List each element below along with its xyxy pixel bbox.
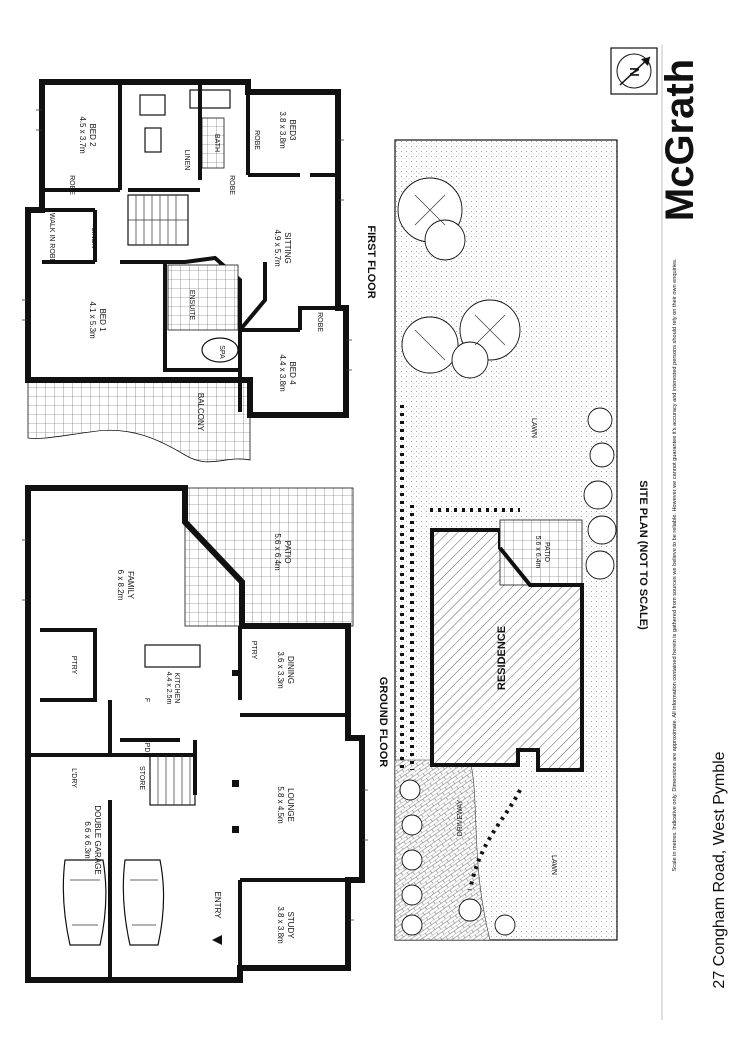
entry-arrow-icon: [212, 935, 222, 945]
store-label: STORE: [138, 766, 145, 790]
lawn-bottom-label: LAWN: [550, 855, 557, 875]
dining-size: 3.6 x 3.3m: [276, 651, 285, 689]
walk-in-robe-label: WALK IN ROBE: [48, 213, 55, 264]
disclaimer-text: Scale in metres. Indicative only. Dimens…: [672, 258, 678, 871]
f-label: F: [143, 698, 150, 702]
ground-floor-outer-wall: [25, 485, 365, 983]
car-icon: [62, 859, 107, 946]
tree-icon: [397, 177, 617, 936]
ensuite-floor: [167, 264, 239, 331]
ground-floor-stairs: [149, 754, 196, 806]
ground-floor-title: GROUND FLOOR: [377, 677, 389, 767]
bath-tub: [189, 89, 231, 109]
car-icon: [122, 859, 165, 946]
north-arrow-icon: [641, 57, 650, 66]
kitchen-island: [144, 644, 201, 668]
patio-size: 5.6 x 6.4m: [273, 533, 282, 571]
property-address: 27 Congham Road, West Pymble: [711, 751, 728, 988]
first-floor-title: FIRST FLOOR: [365, 225, 377, 298]
cpd-label: CPD: [143, 738, 150, 753]
dining-label: DINING: [286, 656, 295, 684]
spa-label: SPA: [218, 345, 225, 359]
bed3-size: 3.8 x 3.8m: [278, 111, 287, 149]
study-label: STUDY: [286, 911, 295, 939]
first-floor-outer-wall: [25, 79, 349, 418]
lounge-size: 5.8 x 4.5m: [276, 786, 285, 824]
family-label: FAMILY: [126, 571, 135, 600]
ldry-label: L'DRY: [70, 768, 77, 788]
ensuite-label: ENSUITE: [188, 290, 195, 321]
shower: [201, 117, 225, 169]
compass-label: N: [627, 67, 642, 76]
bed1-label: BED 1: [98, 308, 107, 332]
brand-logo: McGrath: [658, 59, 702, 221]
sitting-size: 4.9 x 5.7m: [273, 229, 282, 267]
bed2-size: 4.5 x 3.7m: [78, 116, 87, 154]
robe4-label: ROBE: [316, 312, 323, 332]
bed2-label: BED 2: [88, 123, 97, 147]
balcony-label: BALCONY: [196, 393, 205, 432]
bed4-label: BED 4: [288, 361, 297, 385]
robe2-label: ROBE: [253, 130, 260, 150]
site-patio-size: 5.6 x 6.4m: [534, 536, 541, 569]
ptry2-label: PTRY: [250, 641, 257, 660]
hedge-row: [400, 405, 522, 891]
bed3-label: BED3: [288, 120, 297, 141]
balcony: [27, 379, 251, 463]
lounge-label: LOUNGE: [286, 788, 295, 822]
site-plan-title: SITE PLAN (NOT TO SCALE): [637, 480, 649, 630]
linen2-label: LINEN: [90, 228, 97, 249]
bath-label: BATH: [213, 134, 220, 152]
first-floor-stairs: [127, 194, 189, 246]
lawn-top-label: LAWN: [530, 418, 537, 438]
robe1-label: ROBE: [68, 175, 75, 195]
ptry1-label: PTRY: [70, 656, 77, 675]
patio: [184, 487, 354, 627]
entry-label: ENTRY: [213, 892, 222, 920]
site-patio-label: PATIO: [543, 542, 550, 563]
patio-label: PATIO: [283, 541, 292, 564]
kitchen-size: 4.4 x 2.5m: [165, 672, 172, 705]
residence-label: RESIDENCE: [496, 626, 508, 690]
kitchen-label: KITCHEN: [173, 673, 180, 704]
sitting-label: SITTING: [283, 232, 292, 264]
garage-label: DOUBLE GARAGE: [93, 805, 102, 874]
study-size: 3.8 x 3.8m: [276, 906, 285, 944]
bed4-size: 4.4 x 3.8m: [278, 354, 287, 392]
linen1-label: LINEN: [183, 150, 190, 171]
compass: N: [610, 47, 658, 95]
spa-tub: [201, 337, 239, 363]
driveway-label: DRIVEWAY: [457, 799, 464, 836]
family-size: 6 x 8.2m: [116, 570, 125, 601]
garage-size: 6.6 x 6.3m: [83, 821, 92, 859]
robe3-label: ROBE: [228, 175, 235, 195]
bed1-size: 4.1 x 5.3m: [88, 301, 97, 339]
